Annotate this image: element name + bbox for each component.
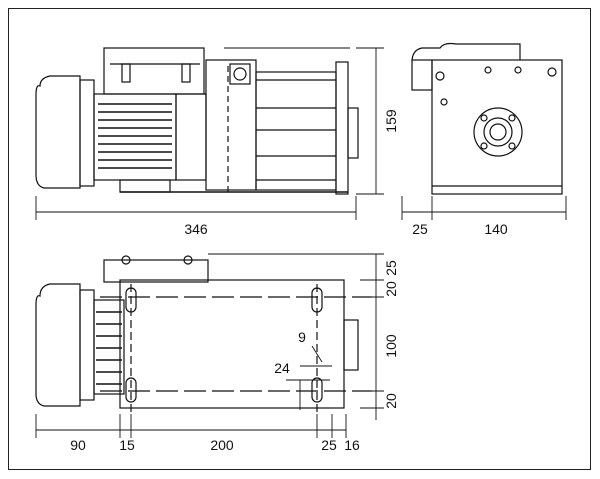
end-view-flange [473, 107, 523, 157]
dim-height: 159 [383, 109, 399, 133]
dim-slot-width: 9 [298, 329, 306, 345]
dim-bottom-right-2: 16 [344, 437, 360, 453]
dim-right-height: 100 [383, 334, 399, 358]
end-view [411, 42, 563, 195]
top-view [35, 253, 376, 412]
dim-end-width: 140 [484, 221, 508, 237]
side-view-dimensions [35, 47, 384, 220]
end-view-dimensions [401, 196, 567, 220]
drawing-frame [8, 8, 591, 470]
base-plate [119, 279, 345, 409]
terminal-box [103, 47, 205, 95]
top-view-dimensions [35, 253, 384, 438]
dim-right-second: 20 [383, 281, 399, 297]
motor-flange [79, 79, 95, 187]
top-view-fan-cover [35, 283, 81, 407]
side-view [35, 47, 359, 195]
motor-fan-cover [35, 75, 81, 189]
dim-bottom-center: 200 [210, 437, 234, 453]
dim-bottom-left: 90 [70, 437, 86, 453]
dim-right-bottom: 20 [383, 393, 399, 409]
gear-housing [205, 59, 257, 191]
dim-overall-length: 346 [184, 221, 208, 237]
dim-end-offset: 25 [412, 221, 428, 237]
motor-body [93, 93, 177, 181]
dim-bottom-right-1: 25 [321, 437, 337, 453]
dim-slot-spacing: 24 [274, 360, 290, 376]
dim-right-top-offset: 25 [383, 260, 399, 276]
end-plate [431, 59, 563, 195]
dim-bottom-second: 15 [119, 437, 135, 453]
drum [255, 71, 337, 191]
